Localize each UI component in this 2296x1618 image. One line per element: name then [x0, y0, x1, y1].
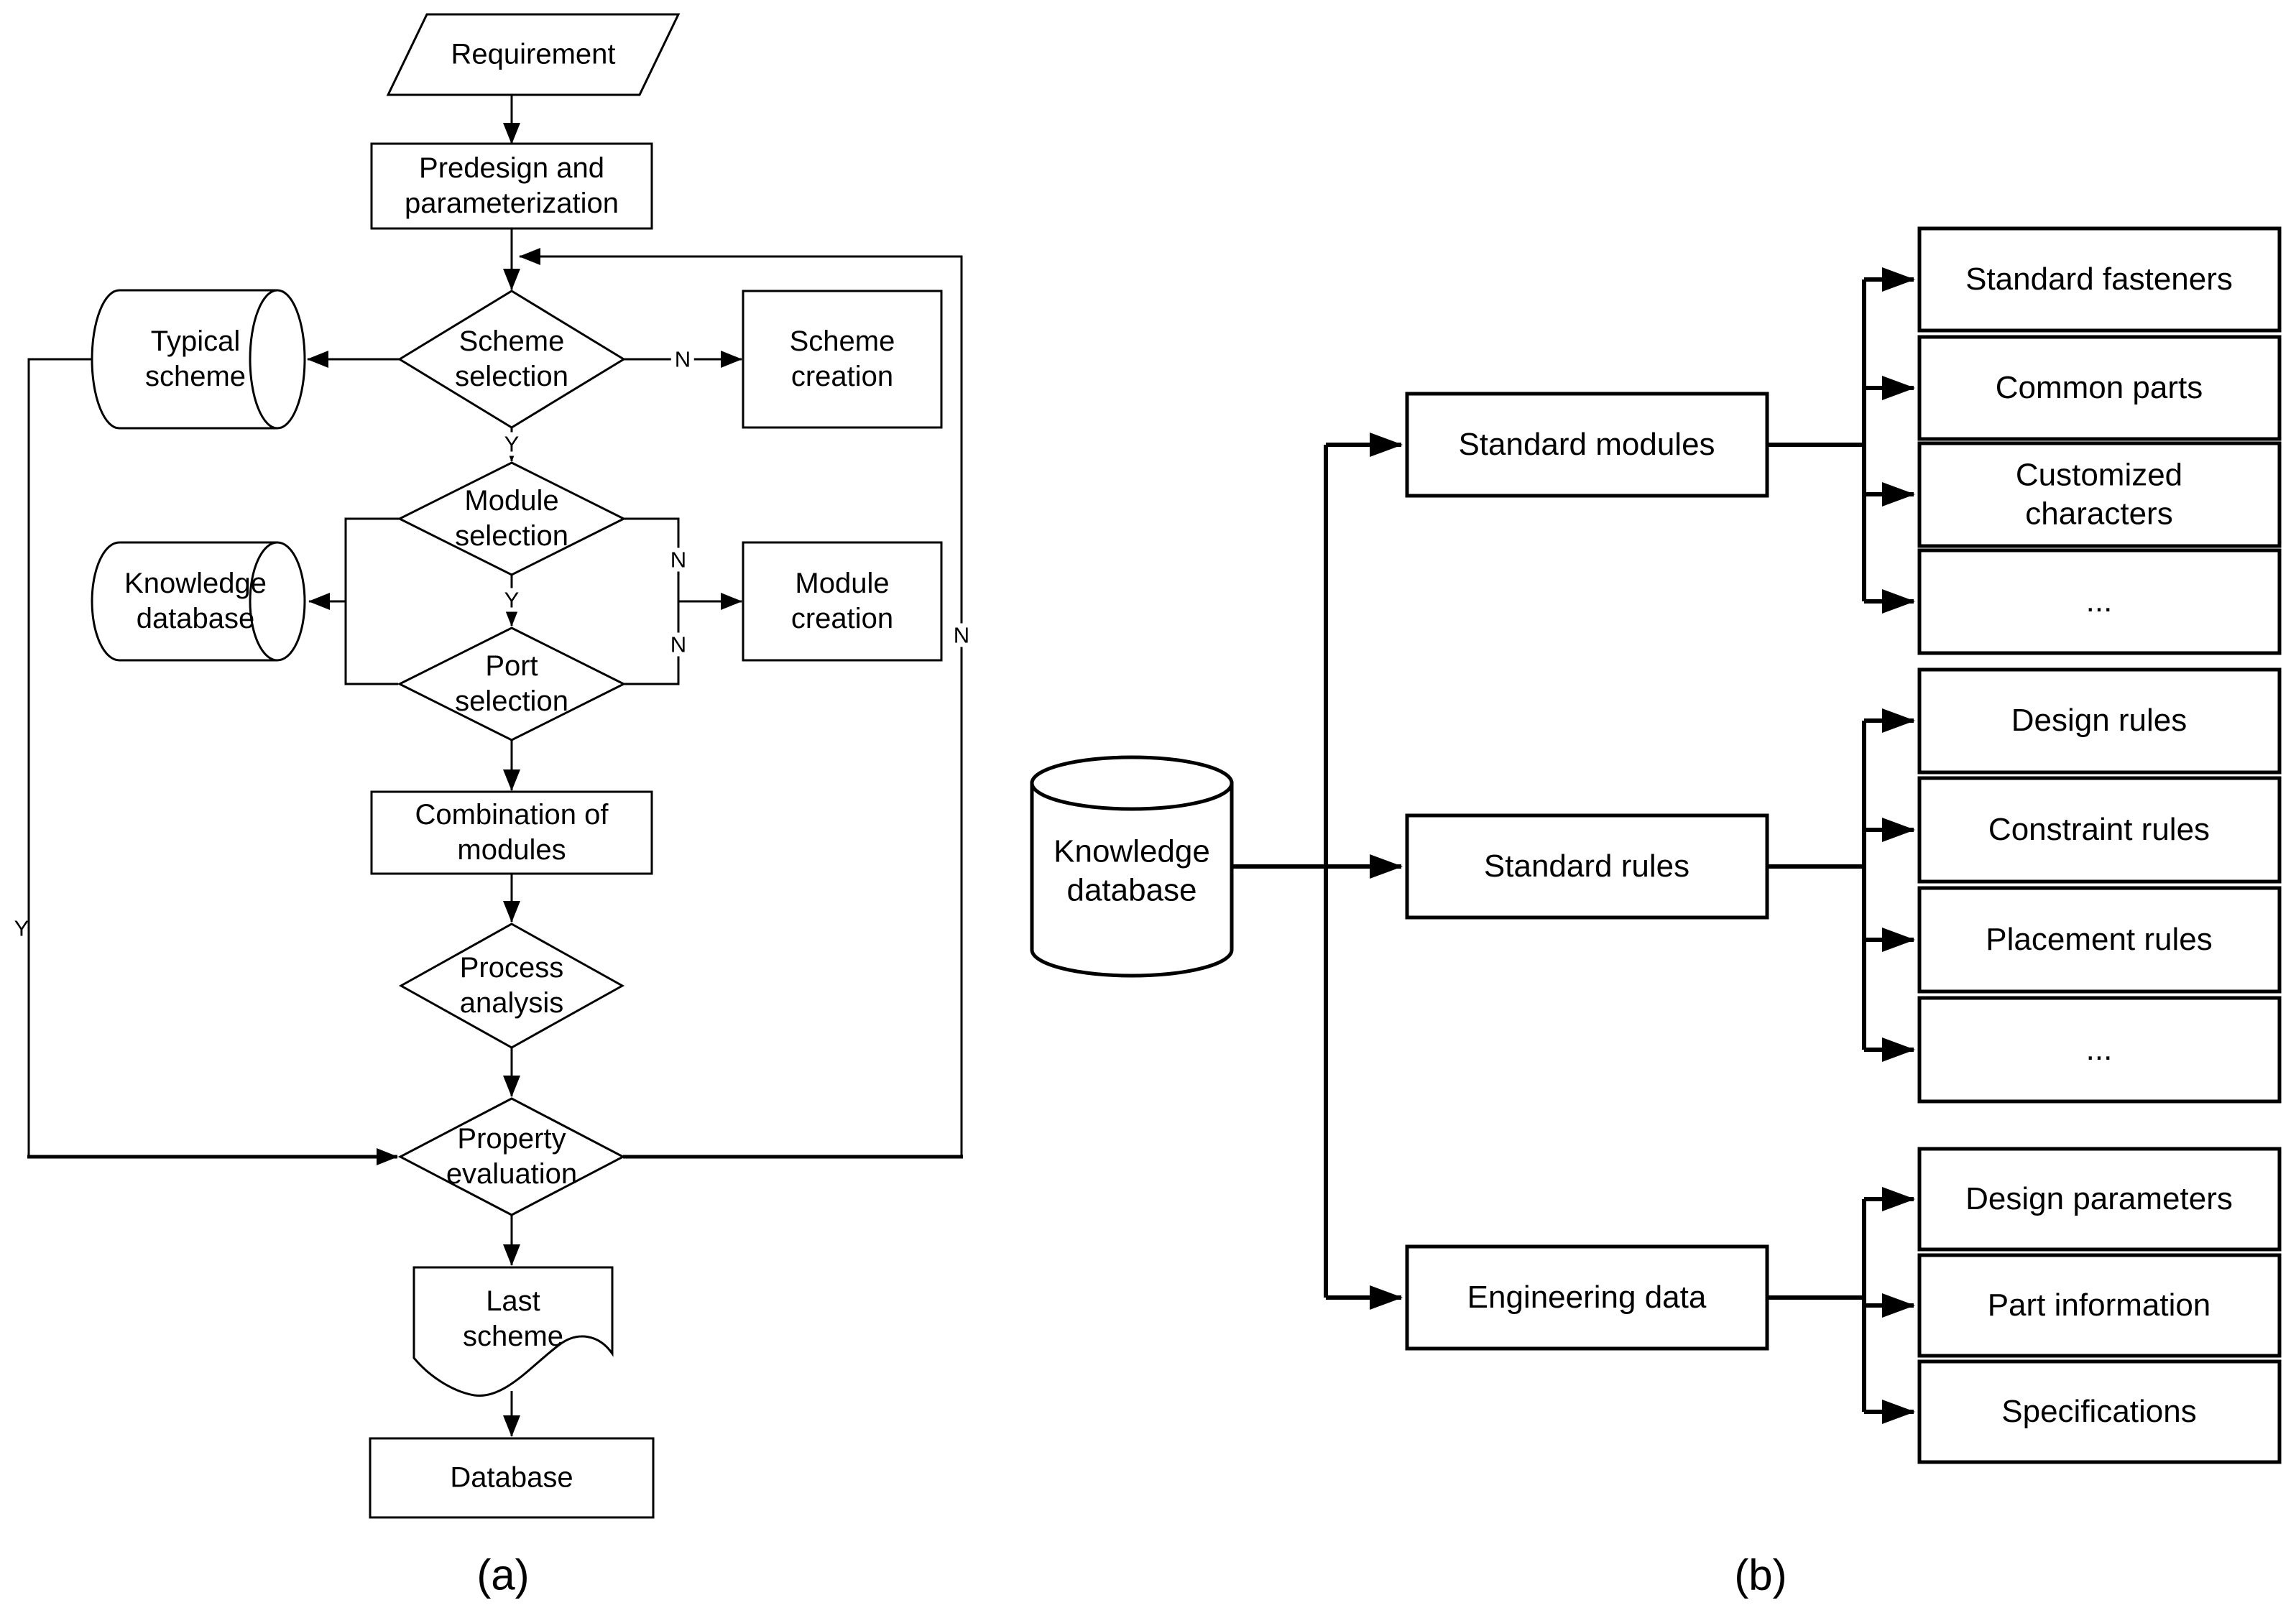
node-port-selection: Port selection	[455, 650, 568, 717]
node-scheme-creation: Scheme creation	[789, 325, 895, 392]
branch-label-yes-scheme: Y	[500, 432, 523, 456]
process-analysis-shape	[398, 923, 625, 1049]
branch-label-no-loop: N	[949, 623, 974, 647]
caption-b: (b)	[1734, 1550, 1787, 1599]
bracket-right-top	[624, 517, 680, 601]
node-constraint-rules: Constraint rules	[1988, 812, 2210, 848]
branch-label-yes-module: Y	[500, 588, 523, 612]
node-requirement: Requirement	[451, 38, 616, 70]
node-customized-characters: Customized characters	[2015, 457, 2183, 531]
constraint-rules-shape	[1917, 776, 2282, 884]
node-design-rules: Design rules	[2011, 703, 2187, 739]
knowledge-database-b-body	[1030, 781, 1234, 978]
customized-characters-shape	[1917, 441, 2282, 548]
branch-label-yes-loop: Y	[14, 915, 29, 941]
node-knowledge-database: Knowledge database	[124, 568, 267, 634]
node-rules-more: ...	[2085, 1032, 2113, 1068]
module-creation-shape	[742, 541, 943, 662]
node-placement-rules: Placement rules	[1986, 922, 2213, 958]
node-property-evaluation: Property evaluation	[446, 1123, 578, 1190]
node-specifications: Specifications	[2001, 1394, 2197, 1430]
scheme-creation-shape	[742, 290, 943, 429]
property-evaluation-shape	[397, 1097, 626, 1216]
engineering-data-shape	[1405, 1244, 1769, 1351]
node-b-knowledge-database: Knowledge database	[1054, 833, 1210, 907]
module-selection-shape	[397, 461, 627, 576]
node-process-analysis: Process analysis	[459, 952, 564, 1019]
port-selection-shape	[397, 627, 627, 741]
standard-modules-shape	[1405, 392, 1769, 498]
part-information-shape	[1917, 1253, 2282, 1358]
node-combination: Combination of modules	[415, 799, 609, 866]
node-standard-modules: Standard modules	[1458, 427, 1715, 463]
node-last-scheme: Last scheme	[462, 1285, 564, 1352]
design-rules-shape	[1917, 667, 2282, 775]
node-common-parts: Common parts	[1995, 370, 2203, 406]
predesign-shape	[370, 142, 653, 230]
specifications-shape	[1917, 1359, 2282, 1464]
design-parameters-shape	[1917, 1147, 2282, 1252]
node-standard-fasteners: Standard fasteners	[1965, 262, 2233, 297]
common-parts-shape	[1917, 335, 2282, 441]
node-module-selection: Module selection	[455, 485, 568, 552]
branch-label-no-scheme: N	[670, 347, 695, 371]
combination-shape	[370, 790, 653, 875]
node-design-parameters: Design parameters	[1965, 1181, 2233, 1217]
bracket-right-bottom	[624, 601, 680, 685]
rules-more-shape	[1917, 996, 2282, 1104]
requirement-shape	[386, 13, 681, 96]
placement-rules-shape	[1917, 886, 2282, 994]
branch-label-no-module: N	[666, 547, 691, 572]
node-part-information: Part information	[1987, 1288, 2211, 1323]
knowledge-database-b-top	[1030, 755, 1234, 811]
typical-scheme-cap	[249, 289, 278, 430]
node-typical-scheme: Typical scheme	[144, 325, 246, 392]
loop-yes-line	[27, 358, 92, 1155]
node-standard-rules: Standard rules	[1483, 849, 1690, 884]
node-predesign: Predesign and parameterization	[405, 152, 619, 219]
node-database: Database	[450, 1461, 573, 1494]
bracket-left	[344, 517, 400, 685]
caption-a: (a)	[476, 1550, 530, 1599]
scheme-selection-shape	[397, 290, 626, 429]
node-module-creation: Module creation	[790, 568, 894, 634]
branch-label-no-port: N	[666, 632, 691, 657]
standard-fasteners-shape	[1917, 226, 2282, 333]
node-engineering-data: Engineering data	[1467, 1280, 1707, 1316]
database-shape	[369, 1437, 655, 1519]
standard-rules-shape	[1405, 813, 1769, 920]
node-modules-more: ...	[2085, 583, 2113, 619]
modules-more-shape	[1917, 548, 2282, 655]
last-scheme-shape	[412, 1266, 614, 1397]
node-scheme-selection: Scheme selection	[455, 325, 568, 392]
loop-no-line	[519, 248, 963, 1157]
knowledge-database-a-cap	[249, 541, 278, 662]
